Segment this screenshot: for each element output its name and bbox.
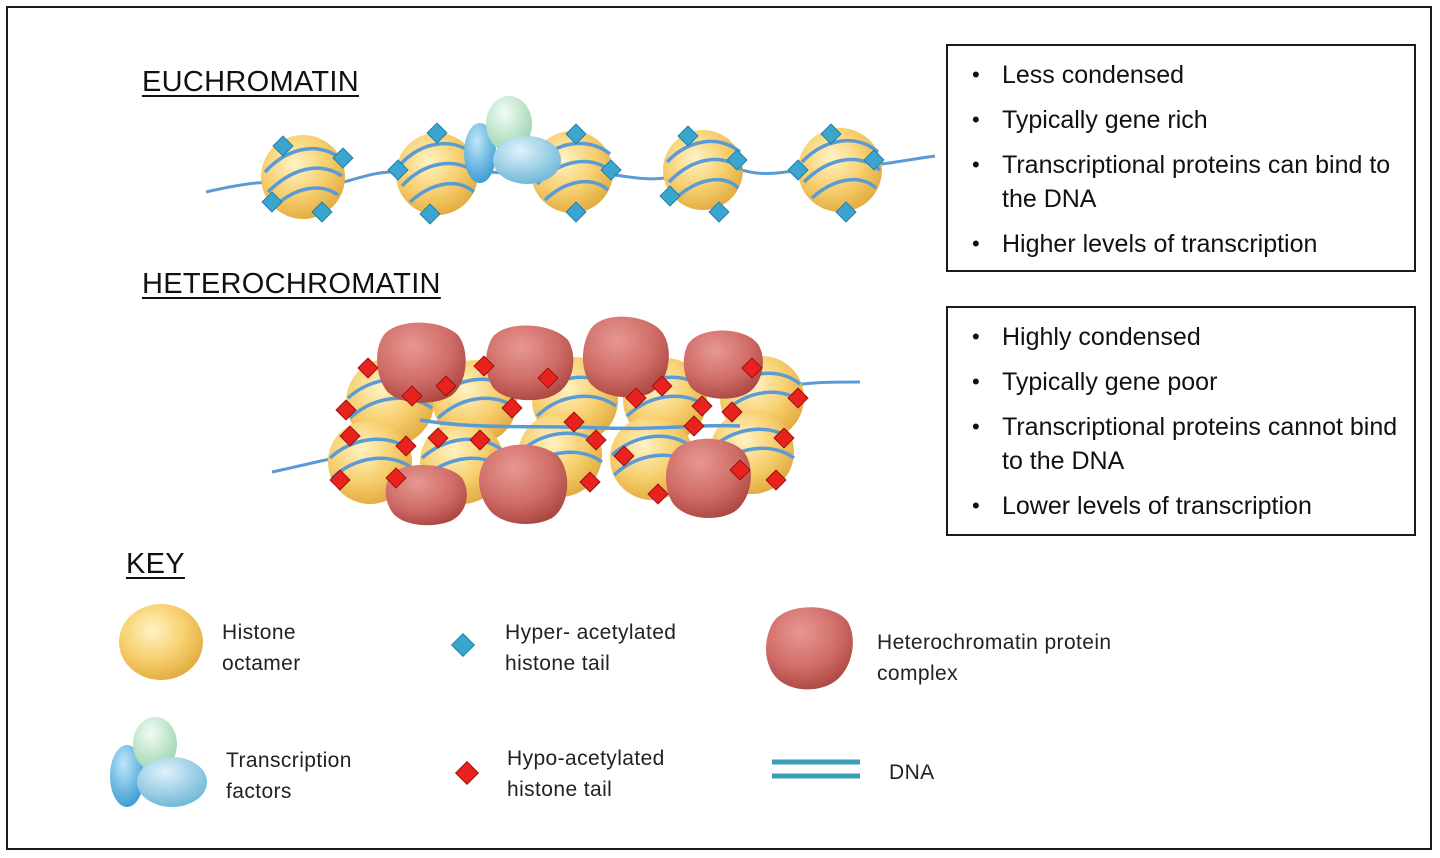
hyper-acetylated-tail	[565, 123, 587, 145]
hypo-acetylated-tail	[787, 387, 809, 409]
hypo-acetylated-tail	[357, 357, 379, 379]
tf-subunit	[493, 136, 561, 184]
hypo-acetylated-tail	[721, 401, 743, 423]
hypo-acetylated-tail	[691, 395, 713, 417]
key-hyper-acetylated-tail-icon	[450, 632, 476, 658]
euchromatin-diagram	[205, 96, 936, 225]
key-hypo-acetylated-tail-icon	[454, 760, 480, 786]
dna-strand	[271, 456, 336, 474]
tf-subunit	[137, 757, 207, 807]
hypo-acetylated-tail	[401, 385, 423, 407]
hyper-acetylated-tail	[820, 123, 842, 145]
euchromatin-bullet: Transcriptional proteins can bind to the…	[972, 148, 1404, 216]
key-title: KEY	[126, 548, 185, 580]
hp-complex	[582, 316, 669, 398]
hyper-acetylated-tail	[863, 149, 885, 171]
hyper-acetylated-tail	[332, 147, 354, 169]
hypo-acetylated-tail	[395, 435, 417, 457]
hypo-acetylated-tail	[339, 425, 361, 447]
hypo-acetylated-tail	[625, 387, 647, 409]
heterochromatin-diagram	[271, 316, 861, 526]
key-hp-complex-icon	[766, 607, 853, 690]
hypo-acetylated-tail	[765, 469, 787, 491]
heterochromatin-bullet: Lower levels of transcription	[972, 489, 1404, 523]
hypo-acetylated-tail	[469, 429, 491, 451]
hypo-acetylated-tail	[473, 355, 495, 377]
nucleosome	[261, 135, 354, 223]
key-label-hypo: Hypo-acetylated histone tail	[507, 747, 665, 801]
hypo-acetylated-tail	[385, 467, 407, 489]
hyper-acetylated-tail	[726, 149, 748, 171]
key-dna-icon	[772, 759, 860, 779]
hyper-acetylated-tail	[261, 191, 283, 213]
hypo-acetylated-tail	[729, 459, 751, 481]
key-transcription-factors-icon	[110, 717, 207, 807]
hyper-acetylated-tail	[419, 203, 441, 225]
hypo-acetylated-tail	[585, 429, 607, 451]
hypo-acetylated-tail	[563, 411, 585, 433]
heterochromatin-bullet: Transcriptional proteins cannot bind to …	[972, 410, 1404, 478]
hyper-acetylated-tail	[835, 201, 857, 223]
transcription-factors	[464, 96, 561, 184]
hp-complex	[683, 330, 763, 399]
key-label-hp-complex: Heterochromatin protein complex	[877, 631, 1112, 685]
key-histone-octamer-icon	[119, 604, 203, 680]
hypo-acetylated-tail	[329, 469, 351, 491]
euchromatin-title: EUCHROMATIN	[142, 66, 360, 98]
nucleosome	[659, 125, 748, 223]
dna-strand	[794, 380, 861, 387]
tf-subunit	[110, 745, 144, 807]
hp-complex	[377, 322, 466, 403]
hyper-acetylated-tail	[426, 122, 448, 144]
hyper-acetylated-tail	[272, 135, 294, 157]
hypo-acetylated-tail	[647, 483, 669, 505]
hypo-acetylated-tail	[427, 427, 449, 449]
hyper-acetylated-tail	[565, 201, 587, 223]
heterochromatin-bullet: Typically gene poor	[972, 365, 1404, 399]
hyper-acetylated-tail	[659, 185, 681, 207]
hypo-acetylated-tail	[501, 397, 523, 419]
euchromatin-info-box: Less condensed Typically gene rich Trans…	[946, 44, 1416, 272]
hypo-acetylated-tail	[435, 375, 457, 397]
hypo-acetylated-tail	[773, 427, 795, 449]
hypo-acetylated-tail	[683, 415, 705, 437]
heterochromatin-info-box: Highly condensed Typically gene poor Tra…	[946, 306, 1416, 536]
hp-complex	[666, 438, 751, 518]
hp-complex	[479, 444, 568, 524]
hyper-acetylated-tail	[387, 159, 409, 181]
hp-complex	[385, 464, 467, 526]
hyper-acetylated-tail	[600, 159, 622, 181]
key-icons	[110, 604, 860, 807]
nucleosome	[787, 123, 885, 223]
hyper-acetylated-tail	[708, 201, 730, 223]
hyper-acetylated-tail	[787, 159, 809, 181]
heterochromatin-bullet: Highly condensed	[972, 320, 1404, 354]
tf-subunit	[464, 123, 496, 183]
figure-frame	[6, 6, 1432, 850]
hyper-acetylated-tail	[677, 125, 699, 147]
key-label-dna: DNA	[889, 761, 935, 784]
hypo-tails	[329, 355, 809, 505]
euchromatin-bullet: Typically gene rich	[972, 103, 1404, 137]
hypo-acetylated-tail	[613, 445, 635, 467]
hypo-acetylated-tail	[537, 367, 559, 389]
hp-complex	[486, 325, 574, 401]
hypo-acetylated-tail	[335, 399, 357, 421]
hyper-acetylated-tail	[311, 201, 333, 223]
hypo-acetylated-tail	[741, 357, 763, 379]
hypo-acetylated-tail	[579, 471, 601, 493]
euchromatin-bullet: Less condensed	[972, 58, 1404, 92]
key-label-hyper: Hyper- acetylated histone tail	[505, 621, 677, 675]
hypo-acetylated-tail	[651, 375, 673, 397]
euchromatin-bullet: Higher levels of transcription	[972, 227, 1404, 261]
key-label-tf: Transcription factors	[226, 749, 352, 803]
heterochromatin-title: HETEROCHROMATIN	[142, 268, 441, 300]
nucleosome	[387, 122, 480, 225]
hp-complexes	[377, 316, 763, 526]
key-label-histone: Histone octamer	[222, 621, 301, 675]
